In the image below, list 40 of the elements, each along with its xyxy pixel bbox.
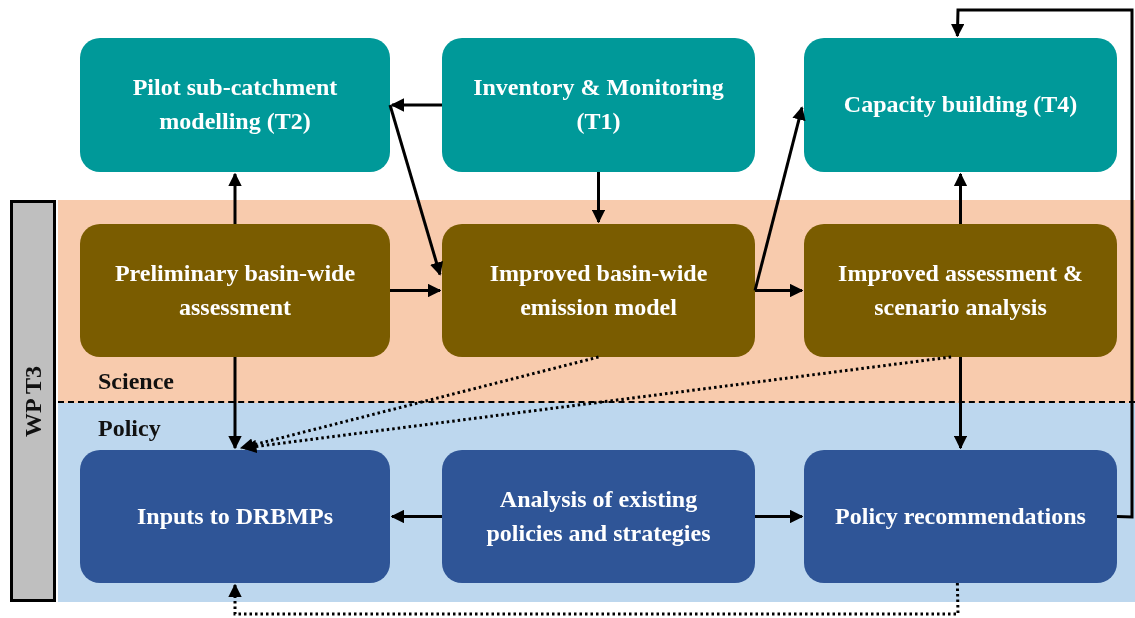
dotted-arrow xyxy=(228,582,960,616)
process-box xyxy=(442,224,755,357)
arrow xyxy=(953,172,968,224)
arrow xyxy=(388,104,444,276)
arrow xyxy=(228,357,242,450)
box-label: Preliminary basin-wide assessment xyxy=(113,258,357,322)
arrow xyxy=(591,172,606,224)
box-label: Inventory & Monitoring (T1) xyxy=(472,73,725,136)
science-band xyxy=(58,200,1135,403)
arrow xyxy=(390,98,442,112)
box-label: Pilot sub-catchment modelling (T2) xyxy=(131,73,339,136)
band-label: Science xyxy=(98,368,174,395)
box-label: Analysis of existing policies and strategies xyxy=(485,484,712,548)
box-label: Policy recommendations xyxy=(835,501,1086,531)
arrow xyxy=(755,509,804,524)
arrow xyxy=(950,8,1134,519)
band-label: Policy xyxy=(98,415,161,442)
process-box xyxy=(80,450,390,583)
process-box xyxy=(80,224,390,357)
arrow xyxy=(390,283,442,298)
process-box xyxy=(804,38,1117,172)
process-box xyxy=(80,38,390,172)
arrow xyxy=(228,172,242,224)
arrow xyxy=(953,357,968,450)
process-box xyxy=(442,450,755,583)
policy-band xyxy=(58,403,1135,602)
box-label: Improved assessment & scenario analysis xyxy=(837,258,1084,322)
arrow xyxy=(755,283,804,298)
work-package-bar xyxy=(10,200,56,602)
process-box xyxy=(804,224,1117,357)
arrow xyxy=(390,509,442,524)
work-package-label: WP T3 xyxy=(19,365,47,437)
dotted-arrow xyxy=(242,355,952,454)
process-box xyxy=(442,38,755,172)
box-label: Inputs to DRBMPs xyxy=(137,501,333,531)
dotted-arrow xyxy=(239,355,599,452)
box-label: Improved basin-wide emission model xyxy=(488,258,709,322)
process-box xyxy=(804,450,1117,583)
arrow xyxy=(753,106,806,291)
box-label: Capacity building (T4) xyxy=(843,90,1078,120)
